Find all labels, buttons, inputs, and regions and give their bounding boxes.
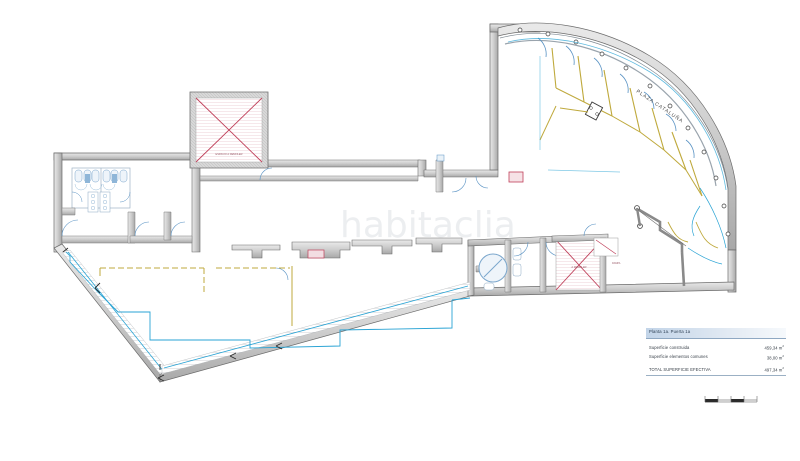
central-rooms: A DEMOLER RAMPA [435, 154, 621, 297]
legend-total-label: TOTAL SUPERFICIE EFECTIVA [649, 366, 711, 372]
svg-text:RAMPA: RAMPA [612, 262, 621, 265]
legend-header: Planta 1a. Puerta 1a [646, 328, 786, 339]
svg-text:A DEMOLER: A DEMOLER [571, 265, 586, 269]
legend-table: Superficie construida 459,34 m2 Superfic… [646, 343, 786, 374]
south-glazing-bands [61, 247, 471, 382]
legend-rule [646, 375, 786, 376]
column-stubs [199, 167, 463, 259]
structural-walls: ESPACIO A DEMOLER [53, 22, 737, 383]
fixture-group-left [74, 169, 128, 191]
legend-row-label-0: Superficie construida [649, 345, 690, 351]
exterior-stair [634, 205, 719, 287]
spiral-stair-symbol [478, 253, 508, 283]
table-row: Superficie elementos comunes 38,00 m2 [646, 352, 786, 361]
curved-facade-glazing [507, 27, 731, 287]
scale-bar [704, 396, 758, 403]
table-row-total: TOTAL SUPERFICIE EFECTIVA 497,34 m2 [646, 361, 786, 374]
bathroom-block [61, 167, 193, 244]
table-row: Superficie construida 459,34 m2 [646, 343, 786, 352]
sink-bank [87, 191, 111, 213]
dimension-ticks [62, 247, 283, 382]
legend-header-label: Planta 1a. Puerta 1a [649, 329, 691, 334]
legend-row-value-1: 38,00 m2 [766, 353, 784, 360]
legend-row-value-0: 459,34 m2 [764, 344, 784, 351]
area-legend: Planta 1a. Puerta 1a Superficie construi… [646, 328, 786, 376]
svg-text:ESPACIO A DEMOLER: ESPACIO A DEMOLER [215, 152, 242, 156]
legend-total-value: 497,34 m2 [764, 366, 784, 373]
legend-row-label-1: Superficie elementos comunes [649, 354, 708, 360]
